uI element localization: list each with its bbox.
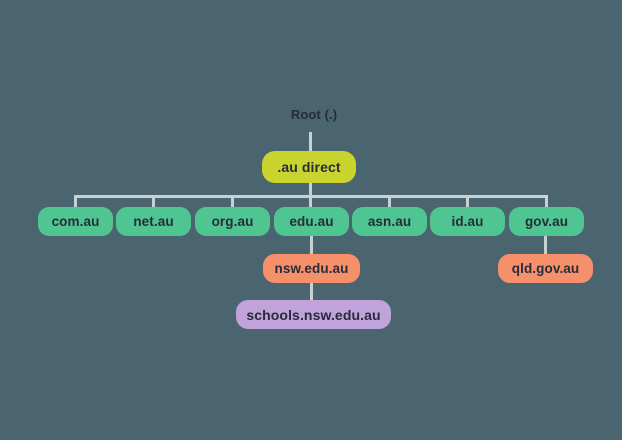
node-id-au: id.au (430, 207, 505, 236)
node-au-direct: .au direct (262, 151, 356, 183)
node-gov-au: gov.au (509, 207, 584, 236)
node-qld-gov-au: qld.gov.au (498, 254, 593, 283)
connector-stub-org-au (231, 195, 234, 208)
root-node-label: Root (.) (290, 106, 338, 122)
connector-edu-to-nsw (310, 236, 313, 255)
node-edu-au: edu.au (274, 207, 349, 236)
node-com-au: com.au (38, 207, 113, 236)
connector-stub-net-au (152, 195, 155, 208)
node-org-au: org.au (195, 207, 270, 236)
connector-stub-gov-au (545, 195, 548, 208)
node-asn-au: asn.au (352, 207, 427, 236)
connector-stub-asn-au (388, 195, 391, 208)
connector-root-to-au-direct (309, 132, 312, 152)
node-net-au: net.au (116, 207, 191, 236)
connector-horizontal-bus (74, 195, 548, 198)
connector-stub-id-au (466, 195, 469, 208)
connector-stub-com-au (74, 195, 77, 208)
connector-nsw-to-schools (310, 283, 313, 301)
node-schools-nsw-edu-au: schools.nsw.edu.au (236, 300, 391, 329)
node-nsw-edu-au: nsw.edu.au (263, 254, 360, 283)
connector-gov-to-qld (544, 236, 547, 255)
